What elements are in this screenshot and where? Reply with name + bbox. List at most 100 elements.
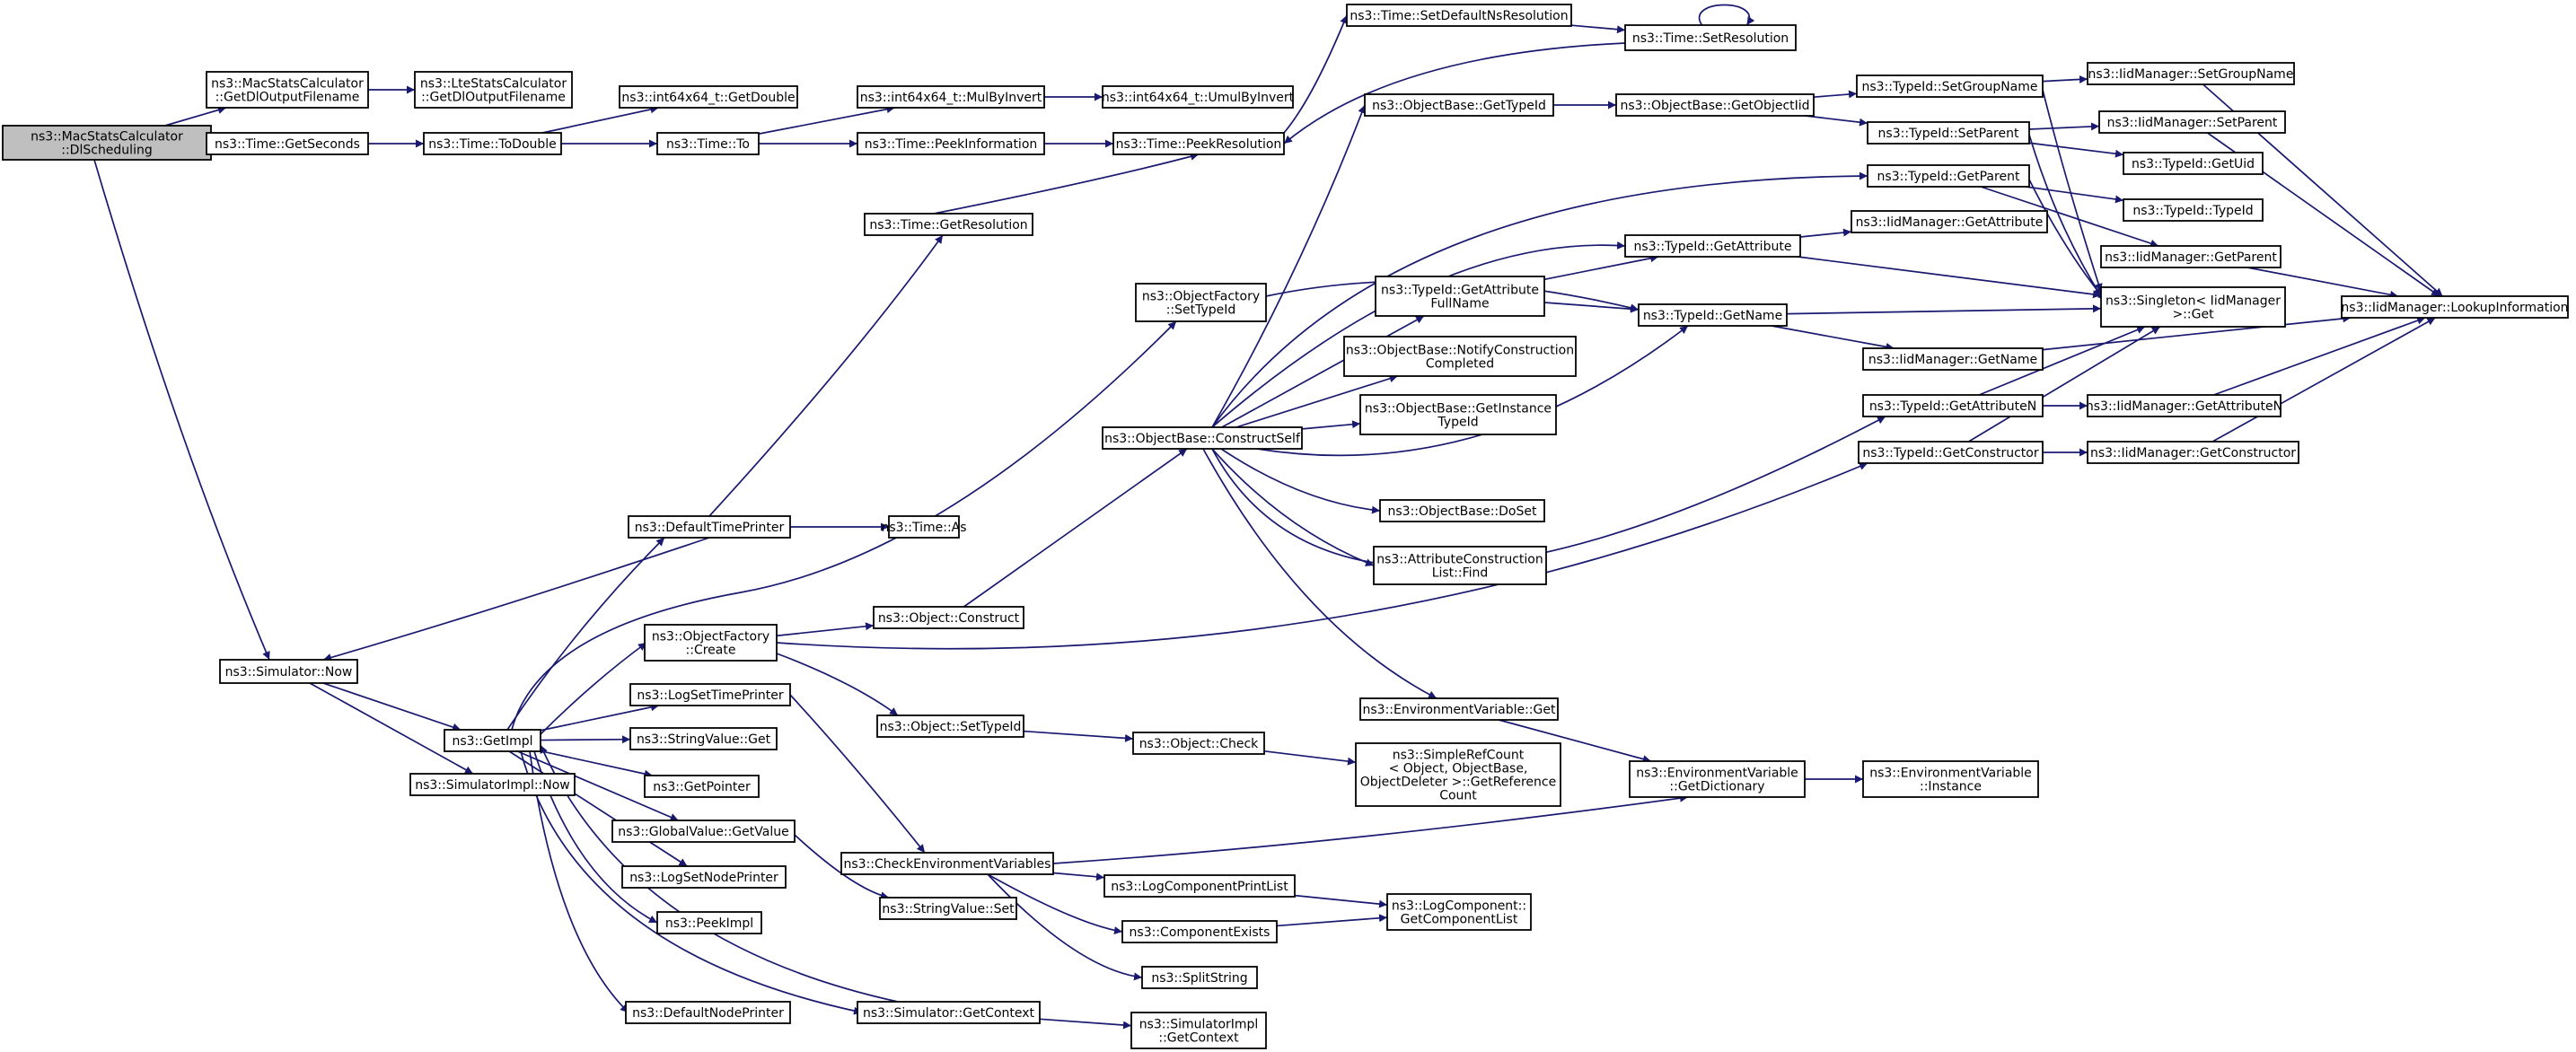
node-box[interactable] <box>1102 85 1294 109</box>
node-stringvalue_set[interactable]: ns3::StringValue::Set <box>879 897 1017 920</box>
node-simulator_getcontext[interactable]: ns3::Simulator::GetContext <box>857 1001 1041 1024</box>
node-object_settypeid[interactable]: ns3::Object::SetTypeId <box>876 714 1024 738</box>
node-box[interactable] <box>644 775 760 798</box>
node-logcomponentprintlist[interactable]: ns3::LogComponentPrintList <box>1103 874 1296 898</box>
node-box[interactable] <box>656 911 762 934</box>
node-ob_getobjectiid[interactable]: ns3::ObjectBase::GetObjectIid <box>1615 93 1815 117</box>
node-box[interactable] <box>1343 336 1577 377</box>
node-box[interactable] <box>2087 394 2281 417</box>
node-peekimpl[interactable]: ns3::PeekImpl <box>656 911 762 934</box>
node-box[interactable] <box>611 820 796 843</box>
node-box[interactable] <box>1624 234 1801 258</box>
node-box[interactable] <box>857 132 1045 155</box>
node-box[interactable] <box>1867 164 2030 188</box>
node-iid_getconstructor[interactable]: ns3::IidManager::GetConstructor <box>2087 441 2299 464</box>
node-box[interactable] <box>1386 893 1532 931</box>
node-iid_getattribute[interactable]: ns3::IidManager::GetAttribute <box>1851 210 2048 233</box>
node-logsetnodeprinter[interactable]: ns3::LogSetNodePrinter <box>621 865 787 889</box>
node-box[interactable] <box>1629 760 1806 798</box>
node-box[interactable] <box>2087 441 2299 464</box>
node-time_setdefaultns[interactable]: ns3::Time::SetDefaultNsResolution <box>1346 4 1572 27</box>
node-tid_getattributen[interactable]: ns3::TypeId::GetAttributeN <box>1862 394 2044 417</box>
node-box[interactable] <box>1375 276 1545 317</box>
node-box[interactable] <box>873 606 1024 629</box>
node-box[interactable] <box>629 683 791 706</box>
node-box[interactable] <box>857 1001 1041 1024</box>
node-box[interactable] <box>1373 546 1547 585</box>
node-box[interactable] <box>876 714 1024 738</box>
node-int64_mulbyinvert[interactable]: ns3::int64x64_t::MulByInvert <box>857 85 1045 109</box>
node-box[interactable] <box>444 729 541 752</box>
node-object_construct[interactable]: ns3::Object::Construct <box>873 606 1024 629</box>
node-box[interactable] <box>1867 121 2030 145</box>
node-iid_getattributen[interactable]: ns3::IidManager::GetAttributeN <box>2086 394 2282 417</box>
node-ob_doset[interactable]: ns3::ObjectBase::DoSet <box>1379 499 1545 522</box>
node-box[interactable] <box>1102 426 1303 450</box>
node-singleton_get[interactable]: ns3::Singleton< IidManager>::Get <box>2100 286 2286 328</box>
node-box[interactable] <box>2123 152 2264 175</box>
node-simplerefcount[interactable]: ns3::SimpleRefCount< Object, ObjectBase,… <box>1355 742 1561 807</box>
node-box[interactable] <box>414 71 573 109</box>
node-of_create[interactable]: ns3::ObjectFactory::Create <box>644 624 778 662</box>
node-ob_constructself[interactable]: ns3::ObjectBase::ConstructSelf <box>1102 426 1303 450</box>
node-box[interactable] <box>2087 62 2295 85</box>
node-box[interactable] <box>1132 732 1265 755</box>
node-box[interactable] <box>1135 283 1267 322</box>
node-componentexists[interactable]: ns3::ComponentExists <box>1121 920 1278 943</box>
node-int64_getdouble[interactable]: ns3::int64x64_t::GetDouble <box>619 85 798 109</box>
node-box[interactable] <box>1103 874 1296 898</box>
node-box[interactable] <box>1359 697 1559 721</box>
node-box[interactable] <box>409 773 576 796</box>
node-tid_getuid[interactable]: ns3::TypeId::GetUid <box>2123 152 2264 175</box>
node-box[interactable] <box>1379 499 1545 522</box>
node-box[interactable] <box>619 85 798 109</box>
node-iid_setgroupname[interactable]: ns3::IidManager::SetGroupName <box>2087 62 2295 85</box>
node-box[interactable] <box>1862 394 2044 417</box>
node-envvar_getdict[interactable]: ns3::EnvironmentVariable::GetDictionary <box>1629 760 1806 798</box>
node-lte_getdlout[interactable]: ns3::LteStatsCalculator::GetDlOutputFile… <box>414 71 573 109</box>
node-box[interactable] <box>840 852 1054 875</box>
node-box[interactable] <box>206 132 369 155</box>
node-box[interactable] <box>1112 132 1285 155</box>
node-mac_getdlout[interactable]: ns3::MacStatsCalculator::GetDlOutputFile… <box>206 71 369 109</box>
node-box[interactable] <box>1141 966 1258 989</box>
node-envvar_instance[interactable]: ns3::EnvironmentVariable::Instance <box>1862 760 2039 798</box>
node-box[interactable] <box>2098 110 2286 134</box>
node-box[interactable] <box>1862 347 2044 371</box>
node-splitstring[interactable]: ns3::SplitString <box>1141 966 1258 989</box>
node-getimpl[interactable]: ns3::GetImpl <box>444 729 541 752</box>
node-iid_getname[interactable]: ns3::IidManager::GetName <box>1862 347 2044 371</box>
node-box[interactable] <box>621 865 787 889</box>
node-box[interactable] <box>879 897 1017 920</box>
node-box[interactable] <box>1615 93 1815 117</box>
node-simimpl_now[interactable]: ns3::SimulatorImpl::Now <box>409 773 576 796</box>
node-time_peekinfo[interactable]: ns3::Time::PeekInformation <box>857 132 1045 155</box>
node-box[interactable] <box>857 85 1045 109</box>
node-iid_lookup[interactable]: ns3::IidManager::LookupInformation <box>2341 295 2569 319</box>
node-time_peekres[interactable]: ns3::Time::PeekResolution <box>1112 132 1285 155</box>
node-tid_setgroupname[interactable]: ns3::TypeId::SetGroupName <box>1856 75 2044 98</box>
node-box[interactable] <box>1355 742 1561 807</box>
node-iid_getparent[interactable]: ns3::IidManager::GetParent <box>2100 245 2281 268</box>
node-box[interactable] <box>628 515 791 539</box>
node-box[interactable] <box>1359 394 1557 435</box>
node-box[interactable] <box>206 71 369 109</box>
node-tid_getattribute[interactable]: ns3::TypeId::GetAttribute <box>1624 234 1801 258</box>
node-root[interactable]: ns3::MacStatsCalculator::DlScheduling <box>2 125 212 161</box>
node-iid_setparent[interactable]: ns3::IidManager::SetParent <box>2098 110 2286 134</box>
node-box[interactable] <box>2123 198 2264 222</box>
node-box[interactable] <box>1130 1012 1267 1049</box>
node-box[interactable] <box>2341 295 2569 319</box>
node-logcomponent_getlist[interactable]: ns3::LogComponent::GetComponentList <box>1386 893 1532 931</box>
node-ob_gettypeid[interactable]: ns3::ObjectBase::GetTypeId <box>1364 93 1554 117</box>
node-envvar_get[interactable]: ns3::EnvironmentVariable::Get <box>1359 697 1559 721</box>
node-time_getres[interactable]: ns3::Time::GetResolution <box>864 213 1033 236</box>
node-tid_getname[interactable]: ns3::TypeId::GetName <box>1638 303 1788 327</box>
node-box[interactable] <box>1121 920 1278 943</box>
node-box[interactable] <box>1364 93 1554 117</box>
node-simulator_now[interactable]: ns3::Simulator::Now <box>219 659 358 684</box>
node-box[interactable] <box>1346 4 1572 27</box>
node-box[interactable] <box>888 515 960 539</box>
